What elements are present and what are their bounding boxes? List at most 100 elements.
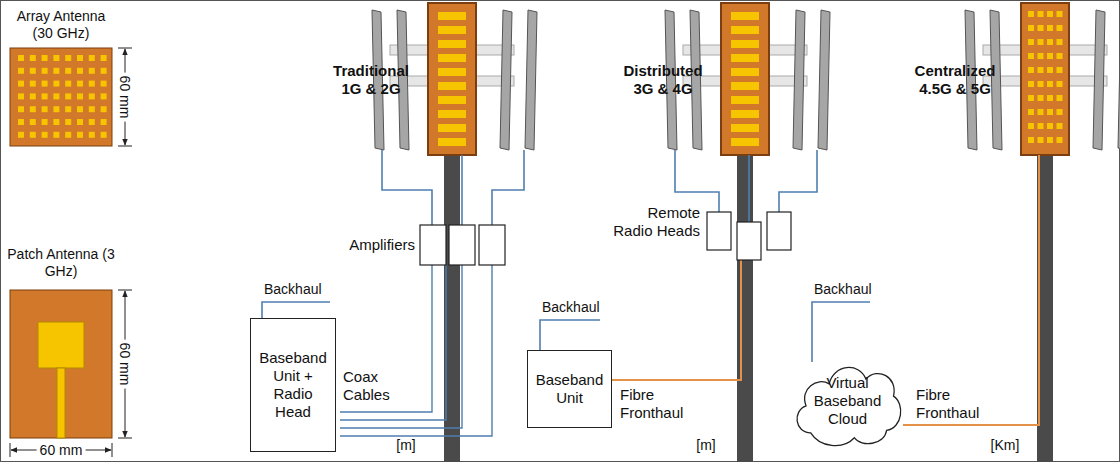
annotation-label: Patch Antenna (3 GHz) <box>7 246 115 280</box>
array-element <box>101 81 107 87</box>
panel-element <box>1028 95 1034 101</box>
cable <box>675 150 719 212</box>
cable <box>382 150 432 225</box>
sector-antenna <box>1093 10 1105 150</box>
array-element <box>30 93 36 99</box>
array-element <box>42 93 48 99</box>
dimension-tick <box>112 443 113 457</box>
baseband-unit-box: Baseband Unit + Radio Head <box>250 318 336 452</box>
array-element <box>42 132 48 138</box>
panel-element <box>438 26 466 34</box>
annotation-label: Backhaul <box>264 281 344 298</box>
panel-element <box>731 82 759 90</box>
array-element <box>53 68 59 74</box>
array-element <box>65 68 71 74</box>
cable <box>461 155 463 225</box>
array-element <box>65 119 71 125</box>
panel-element <box>438 96 466 104</box>
panel-element <box>1047 39 1053 45</box>
panel-element <box>1028 137 1034 143</box>
sector-antenna <box>1118 10 1120 150</box>
array-element <box>101 55 107 61</box>
array-element <box>53 132 59 138</box>
baseband-unit-box: Baseband Unit <box>527 350 612 428</box>
array-element <box>42 55 48 61</box>
cable <box>340 265 462 428</box>
annotation-label: Backhaul <box>814 281 894 298</box>
panel-element <box>731 138 759 146</box>
panel-element <box>731 110 759 118</box>
panel-element <box>731 124 759 132</box>
panel-element <box>1057 137 1063 143</box>
array-element <box>18 119 24 125</box>
annotation-label: [Km] <box>982 437 1028 454</box>
panel-element <box>1057 67 1063 73</box>
panel-element <box>1028 53 1034 59</box>
panel-element <box>1057 25 1063 31</box>
array-element <box>77 81 83 87</box>
annotation-label: Fibre Fronthaul <box>620 386 710 422</box>
array-element <box>65 132 71 138</box>
panel-element <box>1047 137 1053 143</box>
panel-element <box>1057 11 1063 17</box>
panel-element <box>1028 25 1034 31</box>
section-title: Distributed 3G & 4G <box>614 62 712 98</box>
array-element <box>42 106 48 112</box>
section-title: Traditional 1G & 2G <box>322 62 420 98</box>
panel-element <box>1038 39 1044 45</box>
array-element <box>101 106 107 112</box>
panel-element <box>731 68 759 76</box>
panel-element <box>1047 95 1053 101</box>
array-element <box>101 132 107 138</box>
cable <box>903 155 1039 425</box>
panel-element <box>1057 123 1063 129</box>
array-element <box>65 93 71 99</box>
dimension-tick <box>118 438 132 439</box>
node-text: Baseband Unit <box>534 371 605 407</box>
panel-element <box>1047 67 1053 73</box>
panel-element <box>731 40 759 48</box>
panel-element <box>1038 123 1044 129</box>
dimension-tick <box>10 443 11 457</box>
array-element <box>89 119 95 125</box>
panel-element <box>1047 25 1053 31</box>
array-element <box>77 119 83 125</box>
annotation-label: Fibre Fronthaul <box>916 386 1006 422</box>
array-element <box>18 68 24 74</box>
panel-element <box>438 54 466 62</box>
array-element <box>89 68 95 74</box>
array-element <box>42 119 48 125</box>
annotation-label: Amplifiers <box>325 236 415 254</box>
array-element <box>65 106 71 112</box>
panel-element <box>438 124 466 132</box>
array-element <box>42 68 48 74</box>
array-element <box>101 93 107 99</box>
array-element <box>18 81 24 87</box>
array-antenna-board <box>10 48 112 146</box>
panel-element <box>1047 81 1053 87</box>
array-element <box>30 55 36 61</box>
dimension-label: 60 mm <box>117 340 134 389</box>
dimension-tick <box>118 290 132 291</box>
cable <box>812 302 870 362</box>
patch-antenna-board <box>10 290 112 438</box>
node-text: Virtual Baseband Cloud <box>812 374 883 428</box>
panel-element <box>1028 39 1034 45</box>
panel-element <box>1038 95 1044 101</box>
panel-element <box>1038 81 1044 87</box>
panel-element <box>1028 123 1034 129</box>
array-element <box>101 119 107 125</box>
baseband-cloud: Virtual Baseband Cloud <box>790 352 905 450</box>
panel-element <box>1028 81 1034 87</box>
array-element <box>89 106 95 112</box>
array-element <box>42 81 48 87</box>
antenna-panel <box>1021 3 1069 155</box>
annotation-label: Remote Radio Heads <box>608 204 700 240</box>
cable <box>748 155 750 222</box>
array-element <box>77 106 83 112</box>
panel-element <box>731 12 759 20</box>
sector-antenna <box>818 10 830 150</box>
sector-antenna <box>793 10 805 150</box>
array-element <box>53 93 59 99</box>
cable <box>612 260 741 380</box>
